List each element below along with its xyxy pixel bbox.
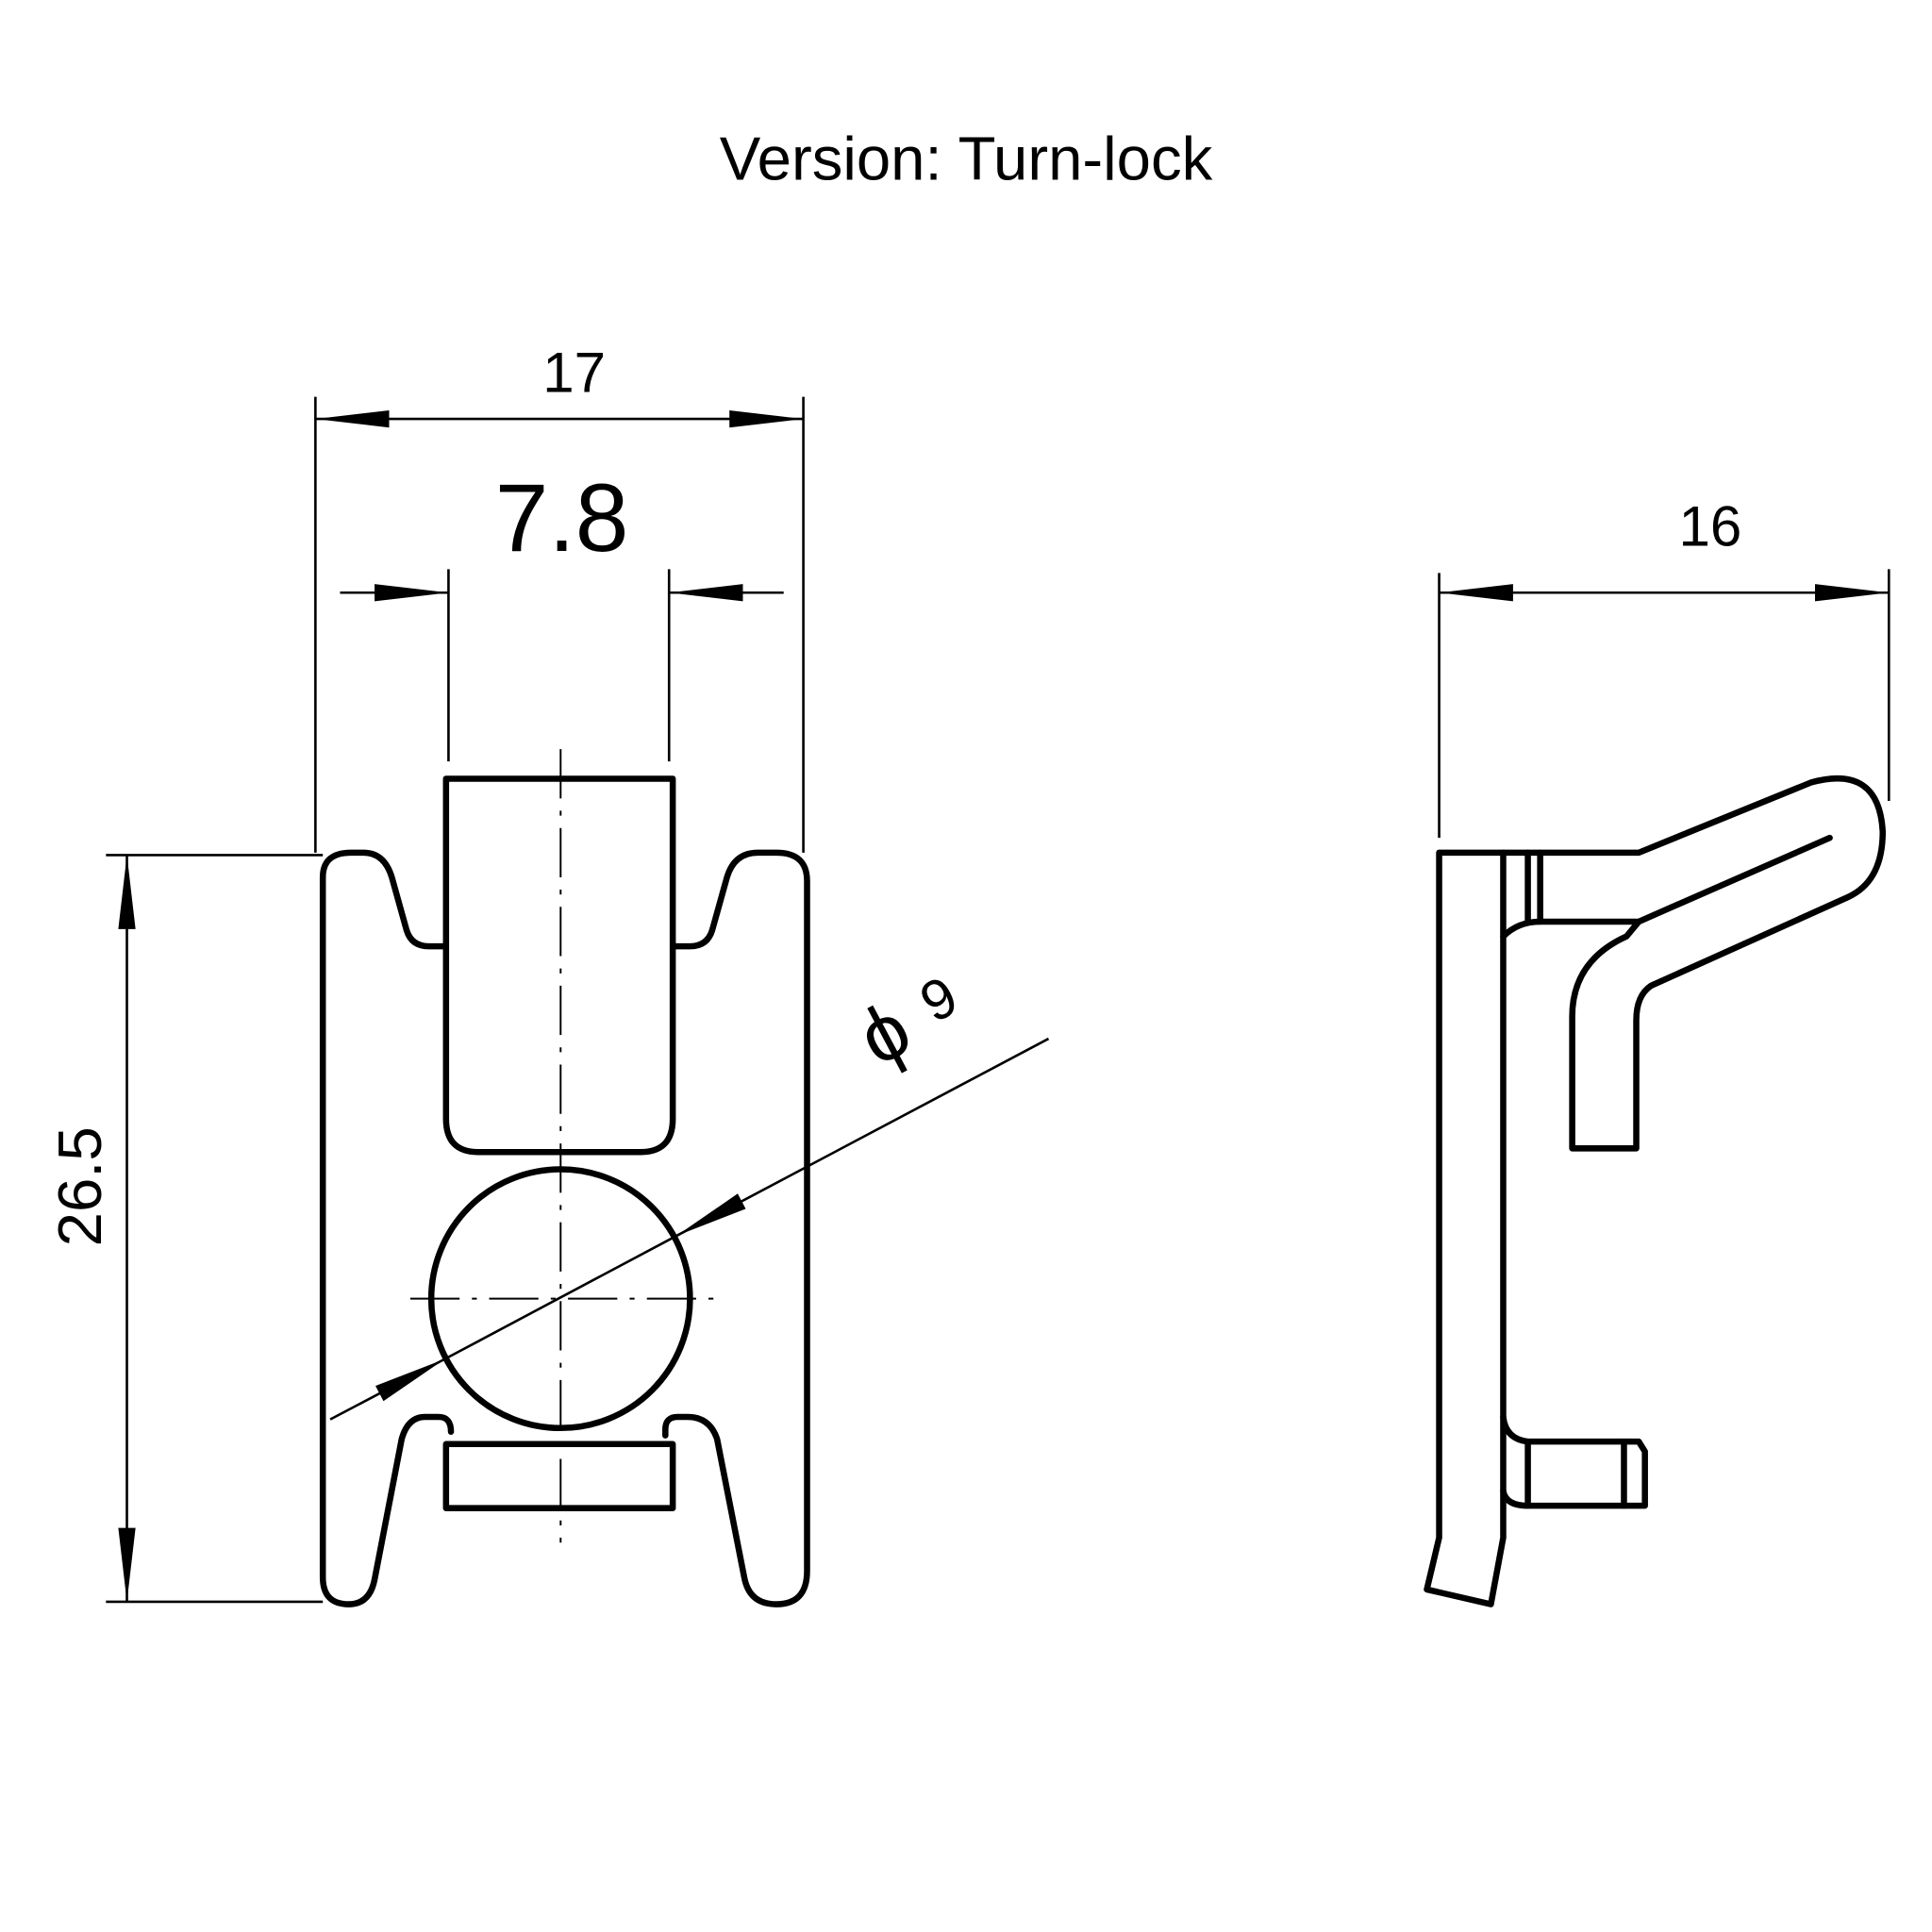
dimension-26-5: 26.5: [45, 854, 324, 1604]
dimension-17: 17: [314, 341, 805, 853]
dim-depth-label: 16: [1678, 495, 1741, 558]
side-view: [1424, 775, 1887, 1607]
front-view: [319, 749, 810, 1607]
dim-height-label: 26.5: [45, 1126, 114, 1246]
dimension-7-8: 7.8: [340, 464, 784, 762]
dim-diameter-label: 9: [910, 964, 968, 1035]
diameter-symbol: ϕ: [844, 984, 924, 1083]
dim-width-label: 17: [542, 341, 606, 404]
dim-slot-label: 7.8: [495, 464, 629, 572]
dimension-16: 16: [1438, 495, 1890, 839]
dimension-diameter-9: ϕ 9: [329, 964, 1050, 1421]
drawing-title: Version: Turn-lock: [720, 125, 1213, 193]
